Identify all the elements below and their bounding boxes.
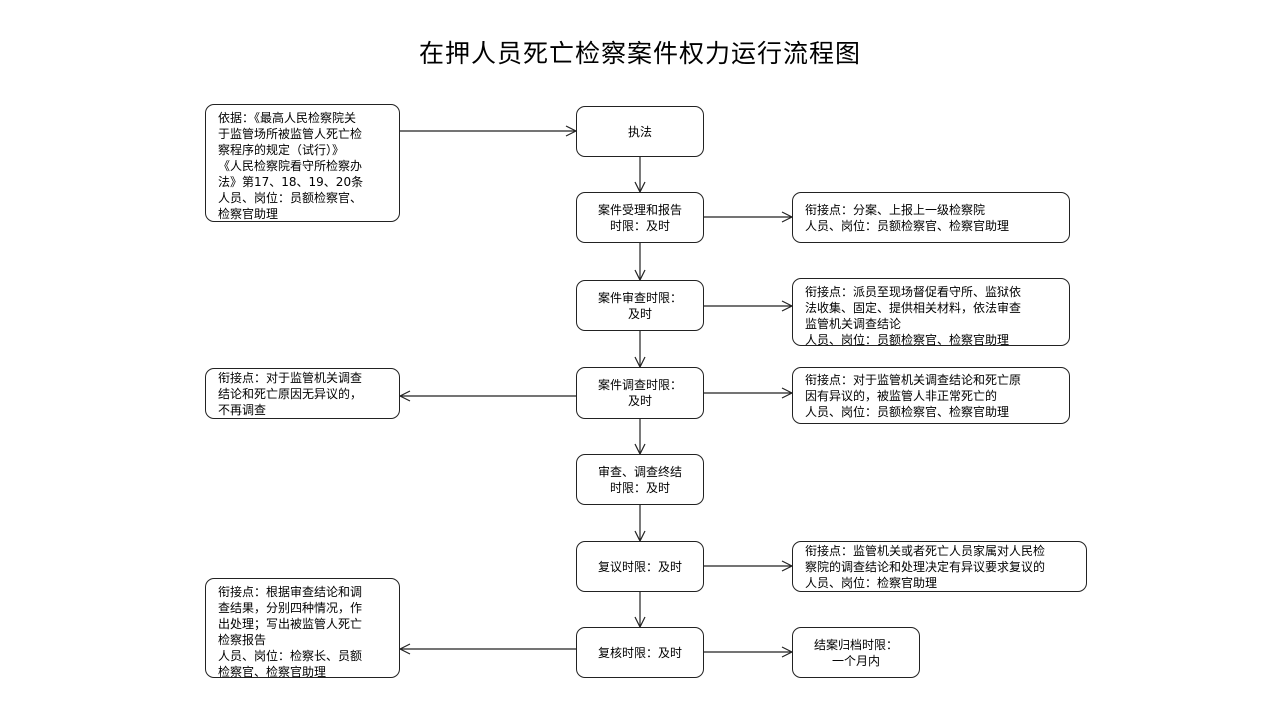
accept-box: 案件受理和报告 时限：及时 xyxy=(576,192,704,243)
basis-box: 依据：《最高人民检察院关 于监管场所被监管人死亡检 察程序的规定（试行）》 《人… xyxy=(205,104,400,222)
link-investigate-left-text: 衔接点：对于监管机关调查 结论和死亡原因无异议的， 不再调查 xyxy=(218,370,363,417)
basis-text: 依据：《最高人民检察院关 于监管场所被监管人死亡检 察程序的规定（试行）》 《人… xyxy=(218,111,364,221)
recheck-box: 复核时限：及时 xyxy=(576,627,704,678)
link-investigate-right-text: 衔接点：对于监管机关调查结论和死亡原 因有异议的，被监管人非正常死亡的 人员、岗… xyxy=(805,372,1022,419)
link-reconsider-text: 衔接点：监管机关或者死亡人员家属对人民检 察院的调查结论和处理决定有异议要求复议… xyxy=(805,543,1046,590)
reconsider-box: 复议时限：及时 xyxy=(576,541,704,592)
investigate-text: 案件调查时限： 及时 xyxy=(597,378,682,408)
archive-text: 结案归档时限： 一个月内 xyxy=(813,637,898,668)
accept-text: 案件受理和报告 时限：及时 xyxy=(597,202,682,233)
review-box: 案件审查时限： 及时 xyxy=(576,280,704,331)
enforce-text: 执法 xyxy=(627,124,652,139)
enforce-box: 执法 xyxy=(576,106,704,157)
link-review-text: 衔接点：派员至现场督促看守所、监狱依 法收集、固定、提供相关材料，依法审查 监管… xyxy=(805,285,1022,347)
diagram-title: 在押人员死亡检察案件权力运行流程图 xyxy=(418,39,861,68)
review-text: 案件审查时限： 及时 xyxy=(597,290,682,321)
link-review-box: 衔接点：派员至现场督促看守所、监狱依 法收集、固定、提供相关材料，依法审查 监管… xyxy=(792,278,1070,347)
link-recheck-left-text: 衔接点：根据审查结论和调 查结果，分别四种情况，作 出处理；写出被监管人死亡 检… xyxy=(218,585,363,679)
investigate-box: 案件调查时限： 及时 xyxy=(576,367,704,419)
link-accept-box: 衔接点：分案、上报上一级检察院 人员、岗位：员额检察官、检察官助理 xyxy=(792,192,1070,243)
link-accept-text: 衔接点：分案、上报上一级检察院 人员、岗位：员额检察官、检察官助理 xyxy=(805,202,1010,233)
link-investigate-left-box: 衔接点：对于监管机关调查 结论和死亡原因无异议的， 不再调查 xyxy=(205,368,400,419)
conclude-box: 审查、调查终结 时限：及时 xyxy=(576,454,704,505)
recheck-text: 复核时限：及时 xyxy=(597,645,682,660)
link-investigate-right-box: 衔接点：对于监管机关调查结论和死亡原 因有异议的，被监管人非正常死亡的 人员、岗… xyxy=(792,367,1070,424)
conclude-text: 审查、调查终结 时限：及时 xyxy=(597,464,682,495)
reconsider-text: 复议时限：及时 xyxy=(597,559,682,574)
link-recheck-left-box: 衔接点：根据审查结论和调 查结果，分别四种情况，作 出处理；写出被监管人死亡 检… xyxy=(205,578,400,679)
archive-box: 结案归档时限： 一个月内 xyxy=(792,627,920,678)
link-reconsider-box: 衔接点：监管机关或者死亡人员家属对人民检 察院的调查结论和处理决定有异议要求复议… xyxy=(792,541,1087,592)
